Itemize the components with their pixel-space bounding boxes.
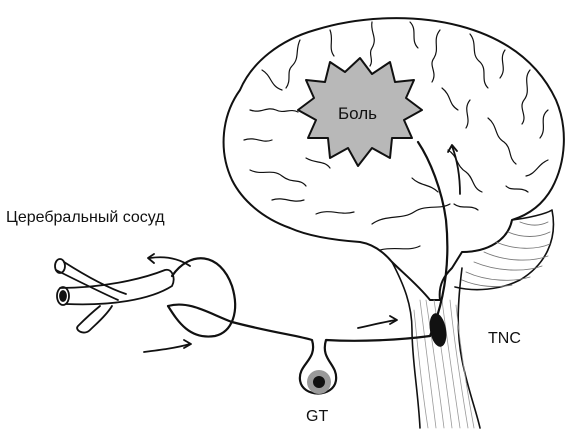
tnc-label: TNC [488, 330, 521, 348]
cerebral-vessel [55, 259, 174, 333]
pain-label: Боль [338, 104, 377, 124]
ganglion-core [313, 376, 325, 388]
vessel-label: Церебральный сосуд [6, 209, 165, 227]
brainstem-fibers [414, 300, 474, 428]
trigeminal-nucleus [427, 312, 449, 348]
cerebellum-outline [455, 210, 553, 290]
cerebellum-folia [462, 222, 550, 287]
brainstem-outline [392, 262, 480, 428]
vessel-branch-top [55, 259, 65, 273]
trigeminal-pathway [168, 142, 447, 394]
gt-label: GT [306, 408, 328, 426]
brain-outline [224, 18, 564, 300]
vessel-lumen-inner [60, 291, 66, 301]
